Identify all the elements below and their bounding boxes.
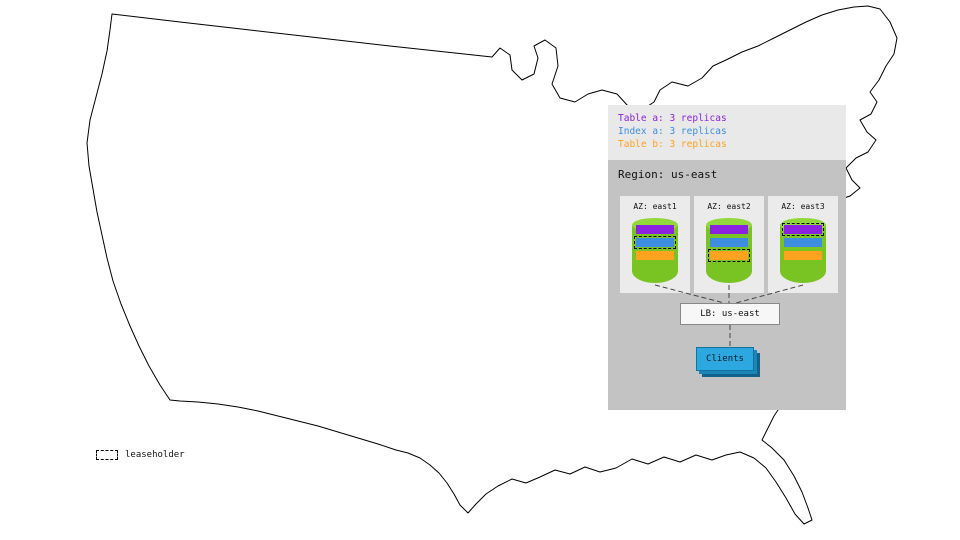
replica-index-a — [784, 238, 822, 247]
replica-table-b — [636, 251, 674, 260]
replica-table-a — [636, 225, 674, 234]
clients-box: Clients — [696, 347, 754, 371]
leaseholder-key-label: leaseholder — [125, 450, 185, 460]
az-row: AZ: east1 AZ: east2 AZ: east3 — [620, 196, 838, 293]
az-east3: AZ: east3 — [768, 196, 838, 293]
replica-index-a — [710, 238, 748, 247]
database-cylinder-east2 — [706, 218, 752, 283]
database-cylinder-east3 — [780, 218, 826, 283]
az-east3-label: AZ: east3 — [781, 202, 825, 211]
leaseholder-key: leaseholder — [96, 450, 185, 460]
replica-table-b — [784, 251, 822, 260]
legend-table-a: Table a: 3 replicas — [618, 113, 727, 124]
leaseholder-swatch-icon — [96, 450, 118, 460]
replica-index-a-leaseholder — [634, 236, 676, 249]
replica-table-a — [710, 225, 748, 234]
region-title: Region: us-east — [618, 168, 718, 181]
legend-table-b: Table b: 3 replicas — [618, 139, 727, 150]
replica-table-b-leaseholder — [708, 249, 750, 262]
az-east1: AZ: east1 — [620, 196, 690, 293]
replica-legend: Table a: 3 replicas Index a: 3 replicas … — [608, 105, 846, 160]
replica-table-a-leaseholder — [782, 223, 824, 236]
region-panel: Region: us-east AZ: east1 AZ: east2 — [608, 160, 846, 410]
az-east1-label: AZ: east1 — [633, 202, 677, 211]
az-east2-label: AZ: east2 — [707, 202, 751, 211]
az-east2: AZ: east2 — [694, 196, 764, 293]
legend-index-a: Index a: 3 replicas — [618, 126, 727, 137]
database-cylinder-east1 — [632, 218, 678, 283]
load-balancer-box: LB: us-east — [680, 303, 780, 325]
